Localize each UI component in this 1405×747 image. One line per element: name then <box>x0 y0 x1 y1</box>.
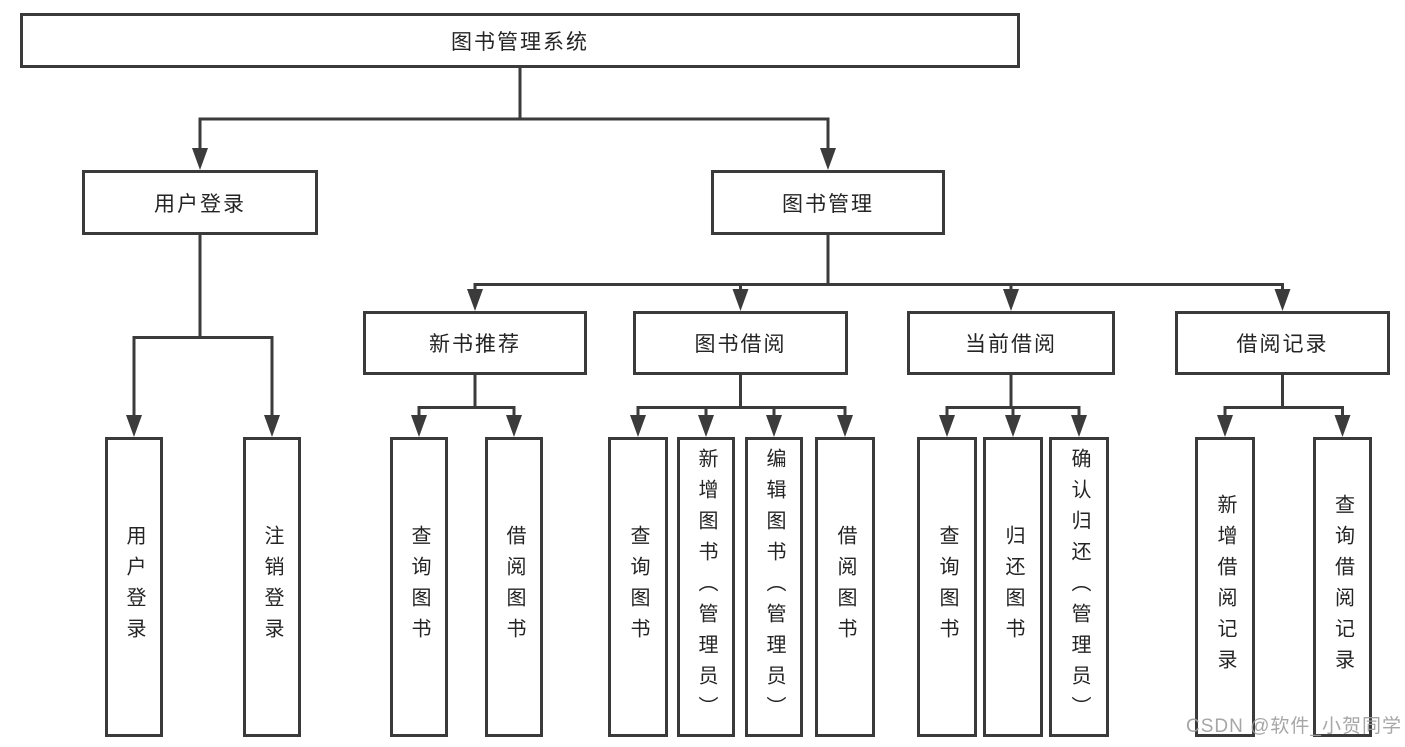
node-borrowing-records: 借阅记录 <box>1175 311 1390 375</box>
leaf-nbr-query-books: 查询图书 <box>390 437 448 737</box>
csdn-watermark: CSDN @软件_小贺同学 <box>1186 716 1402 737</box>
leaf-cb-confirm-return-admin: 确认归还（管理员） <box>1049 437 1109 737</box>
node-book-borrowing: 图书借阅 <box>633 311 848 375</box>
leaf-nbr-borrow-books: 借阅图书 <box>485 437 543 737</box>
leaf-bb-borrow-books: 借阅图书 <box>815 437 875 737</box>
leaf-logout: 注销登录 <box>243 437 301 737</box>
node-new-book-recommend: 新书推荐 <box>363 311 587 375</box>
leaf-cb-query-books: 查询图书 <box>917 437 977 737</box>
leaf-bb-query-books: 查询图书 <box>608 437 668 737</box>
leaf-user-login: 用户登录 <box>105 437 163 737</box>
node-user-login-group: 用户登录 <box>82 170 318 235</box>
leaf-bb-edit-books-admin: 编辑图书（管理员） <box>745 437 803 737</box>
leaf-cb-return-books: 归还图书 <box>983 437 1043 737</box>
leaf-br-query-record: 查询借阅记录 <box>1313 437 1372 737</box>
node-root-system: 图书管理系统 <box>20 13 1020 68</box>
leaf-br-add-record: 新增借阅记录 <box>1195 437 1255 737</box>
leaf-bb-add-books-admin: 新增图书（管理员） <box>677 437 735 737</box>
node-current-borrowing: 当前借阅 <box>907 311 1115 375</box>
node-book-management-group: 图书管理 <box>711 170 945 235</box>
